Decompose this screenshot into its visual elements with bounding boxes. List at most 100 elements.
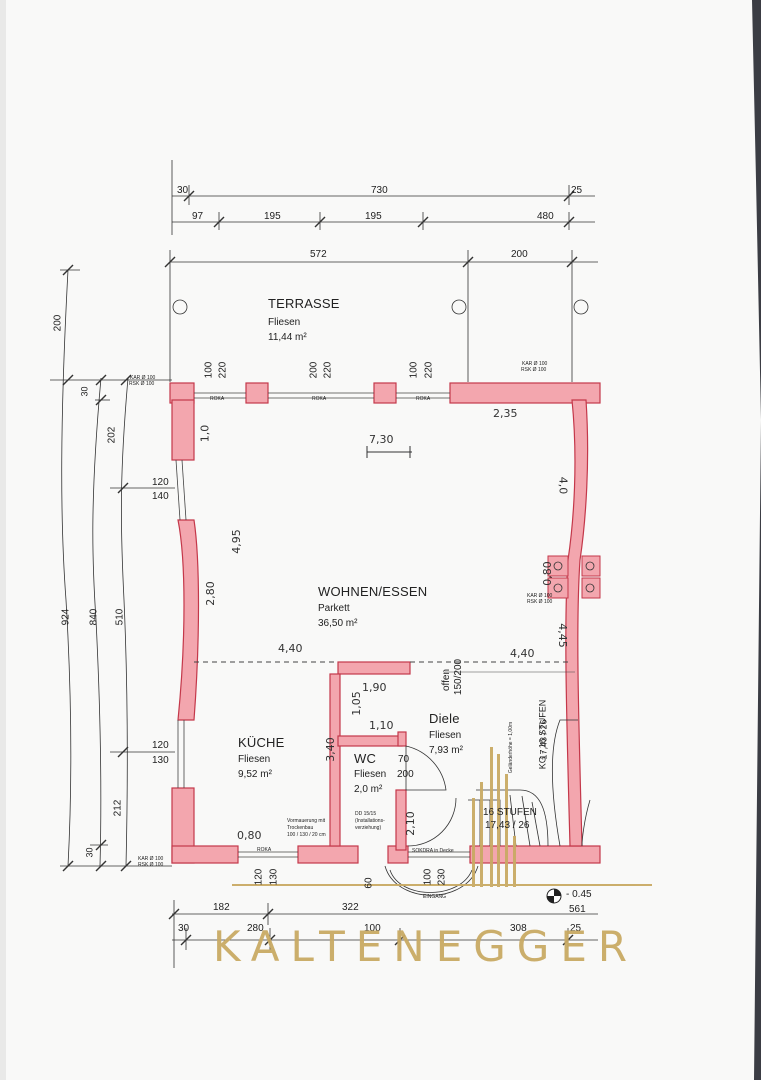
dim-w1-120: 120 bbox=[152, 477, 169, 488]
note-kar-top-left: KAR Ø 100 bbox=[130, 375, 156, 381]
level-marker: - 0.45 bbox=[566, 889, 592, 900]
note-sokdra: SOKDRA in Decke bbox=[412, 848, 454, 854]
dim-bottom-322: 322 bbox=[342, 902, 359, 913]
note-vormauerung-1: Vormauerung mit bbox=[287, 818, 326, 824]
dim-terrace-572: 572 bbox=[310, 249, 327, 260]
note-dd-2: (Installations- bbox=[355, 818, 385, 824]
room-terrasse-area: 11,44 m² bbox=[268, 332, 307, 343]
room-kueche-name: KÜCHE bbox=[238, 735, 285, 750]
dim-bottom-182: 182 bbox=[213, 902, 230, 913]
room-wohnen-floor: Parkett bbox=[318, 603, 350, 614]
note-stairs-railing: Geländerhöhe = 1,00m bbox=[508, 721, 515, 774]
dim-win2-220: 220 bbox=[322, 361, 334, 379]
note-roka-1: ROKA bbox=[210, 396, 225, 402]
room-kueche-area: 9,52 m² bbox=[238, 769, 272, 780]
dim-bot-60: 60 bbox=[363, 877, 375, 889]
dim-left-30b: 30 bbox=[84, 847, 95, 858]
dim-left-840: 840 bbox=[88, 608, 100, 626]
room-diele-floor: Fliesen bbox=[429, 730, 462, 741]
hand-2-35: 2,35 bbox=[493, 407, 518, 420]
dim-top-730: 730 bbox=[371, 185, 388, 196]
hand-0-80: 0,80 bbox=[540, 561, 554, 586]
note-dd-3: verziehung) bbox=[355, 825, 382, 831]
dim-top-97: 97 bbox=[192, 211, 204, 222]
dim-w2-130: 130 bbox=[152, 755, 169, 766]
dim-bottom-30: 30 bbox=[178, 923, 190, 934]
hand-4-40b: 4,40 bbox=[510, 647, 535, 660]
note-rsk-bot-left: RSK Ø 100 bbox=[138, 862, 164, 868]
dim-left-510: 510 bbox=[114, 608, 126, 626]
room-terrasse-floor: Fliesen bbox=[268, 317, 301, 328]
dim-bot-100: 100 bbox=[422, 868, 434, 886]
room-wc-floor: Fliesen bbox=[354, 769, 387, 780]
hand-2-80: 2,80 bbox=[203, 581, 217, 606]
room-wc-name: WC bbox=[354, 751, 377, 766]
note-roka-3: ROKA bbox=[416, 396, 431, 402]
dim-door-150-200: 150/200 bbox=[453, 658, 465, 696]
dim-win1-220: 220 bbox=[217, 361, 229, 379]
dim-top-195b: 195 bbox=[365, 211, 382, 222]
note-rsk-top-left: RSK Ø 100 bbox=[129, 381, 155, 387]
hand-1-05: 1,05 bbox=[349, 691, 363, 716]
hand-1-10: 1,10 bbox=[369, 719, 394, 732]
dim-win3-220: 220 bbox=[423, 361, 435, 379]
dim-left-30: 30 bbox=[79, 386, 90, 397]
dim-bottom-25: 25 bbox=[570, 923, 582, 934]
dim-win2-200: 200 bbox=[308, 361, 320, 379]
dim-left-924: 924 bbox=[60, 608, 72, 626]
dim-top-195a: 195 bbox=[264, 211, 281, 222]
dim-wc-70: 70 bbox=[398, 754, 410, 765]
dim-bot-230: 230 bbox=[436, 868, 448, 886]
dim-win1-100: 100 bbox=[203, 361, 215, 379]
dim-bot-120: 120 bbox=[253, 868, 265, 886]
hand-4-0: 4,0 bbox=[556, 476, 570, 495]
dim-door-offen: offen bbox=[441, 668, 453, 692]
dim-top-480: 480 bbox=[537, 211, 554, 222]
note-right-small-1: KAR Ø 100 bbox=[527, 593, 553, 599]
note-roka-2: ROKA bbox=[312, 396, 327, 402]
dim-win3-100: 100 bbox=[408, 361, 420, 379]
dim-bottom-100: 100 bbox=[364, 923, 381, 934]
dim-bottom-561: 561 bbox=[569, 904, 586, 915]
dim-w2-120: 120 bbox=[152, 740, 169, 751]
dim-wc-200: 200 bbox=[397, 769, 414, 780]
note-eingang: EINGANG bbox=[423, 894, 447, 900]
note-rsk-top-right: RSK Ø 100 bbox=[521, 367, 547, 373]
dim-bottom-280: 280 bbox=[247, 923, 264, 934]
room-wc-area: 2,0 m² bbox=[354, 784, 383, 795]
hand-3-40: 3,40 bbox=[323, 737, 337, 762]
note-dd-1: DD 15/15 bbox=[355, 811, 377, 817]
note-roka-bottom: ROKA bbox=[257, 847, 272, 853]
dim-bot-130: 130 bbox=[268, 868, 280, 886]
hand-4-95: 4,95 bbox=[229, 529, 243, 554]
note-kar-bot-left: KAR Ø 100 bbox=[138, 856, 164, 862]
dim-left-200: 200 bbox=[52, 314, 64, 332]
hand-4-40: 4,40 bbox=[278, 642, 303, 655]
dim-top-30: 30 bbox=[177, 185, 189, 196]
dim-bottom-308: 308 bbox=[510, 923, 527, 934]
hand-0-80b: 0,80 bbox=[237, 829, 262, 842]
hand-1-0: 1,0 bbox=[198, 424, 212, 443]
room-wohnen-name: WOHNEN/ESSEN bbox=[318, 584, 428, 599]
dim-left-212: 212 bbox=[112, 799, 124, 817]
hand-2-10: 2,10 bbox=[403, 811, 417, 836]
room-diele-name: Diele bbox=[429, 711, 460, 726]
dim-terrace-200: 200 bbox=[511, 249, 528, 260]
dim-w1-140: 140 bbox=[152, 491, 169, 502]
brand-logo-text: KALTENEGGER bbox=[212, 922, 639, 971]
note-kar-top-right: KAR Ø 100 bbox=[522, 361, 548, 367]
room-diele-area: 7,93 m² bbox=[429, 745, 463, 756]
note-vormauerung-2: Trockenbau bbox=[287, 825, 314, 831]
room-wohnen-area: 36,50 m² bbox=[318, 618, 358, 629]
dim-top-25: 25 bbox=[571, 185, 583, 196]
hand-1-90: 1,90 bbox=[362, 681, 387, 694]
note-stairs-main-ratio: 17,43 / 26 bbox=[538, 719, 549, 760]
hand-7-30: 7,30 bbox=[369, 433, 394, 446]
hand-4-45: 4,45 bbox=[555, 623, 569, 648]
note-stairs-16: 16 STUFEN bbox=[483, 807, 537, 818]
note-stairs-16-ratio: 17,43 / 26 bbox=[485, 820, 530, 831]
dim-left-202: 202 bbox=[106, 426, 118, 444]
room-kueche-floor: Fliesen bbox=[238, 754, 271, 765]
note-right-small-2: RSK Ø 100 bbox=[527, 599, 553, 605]
